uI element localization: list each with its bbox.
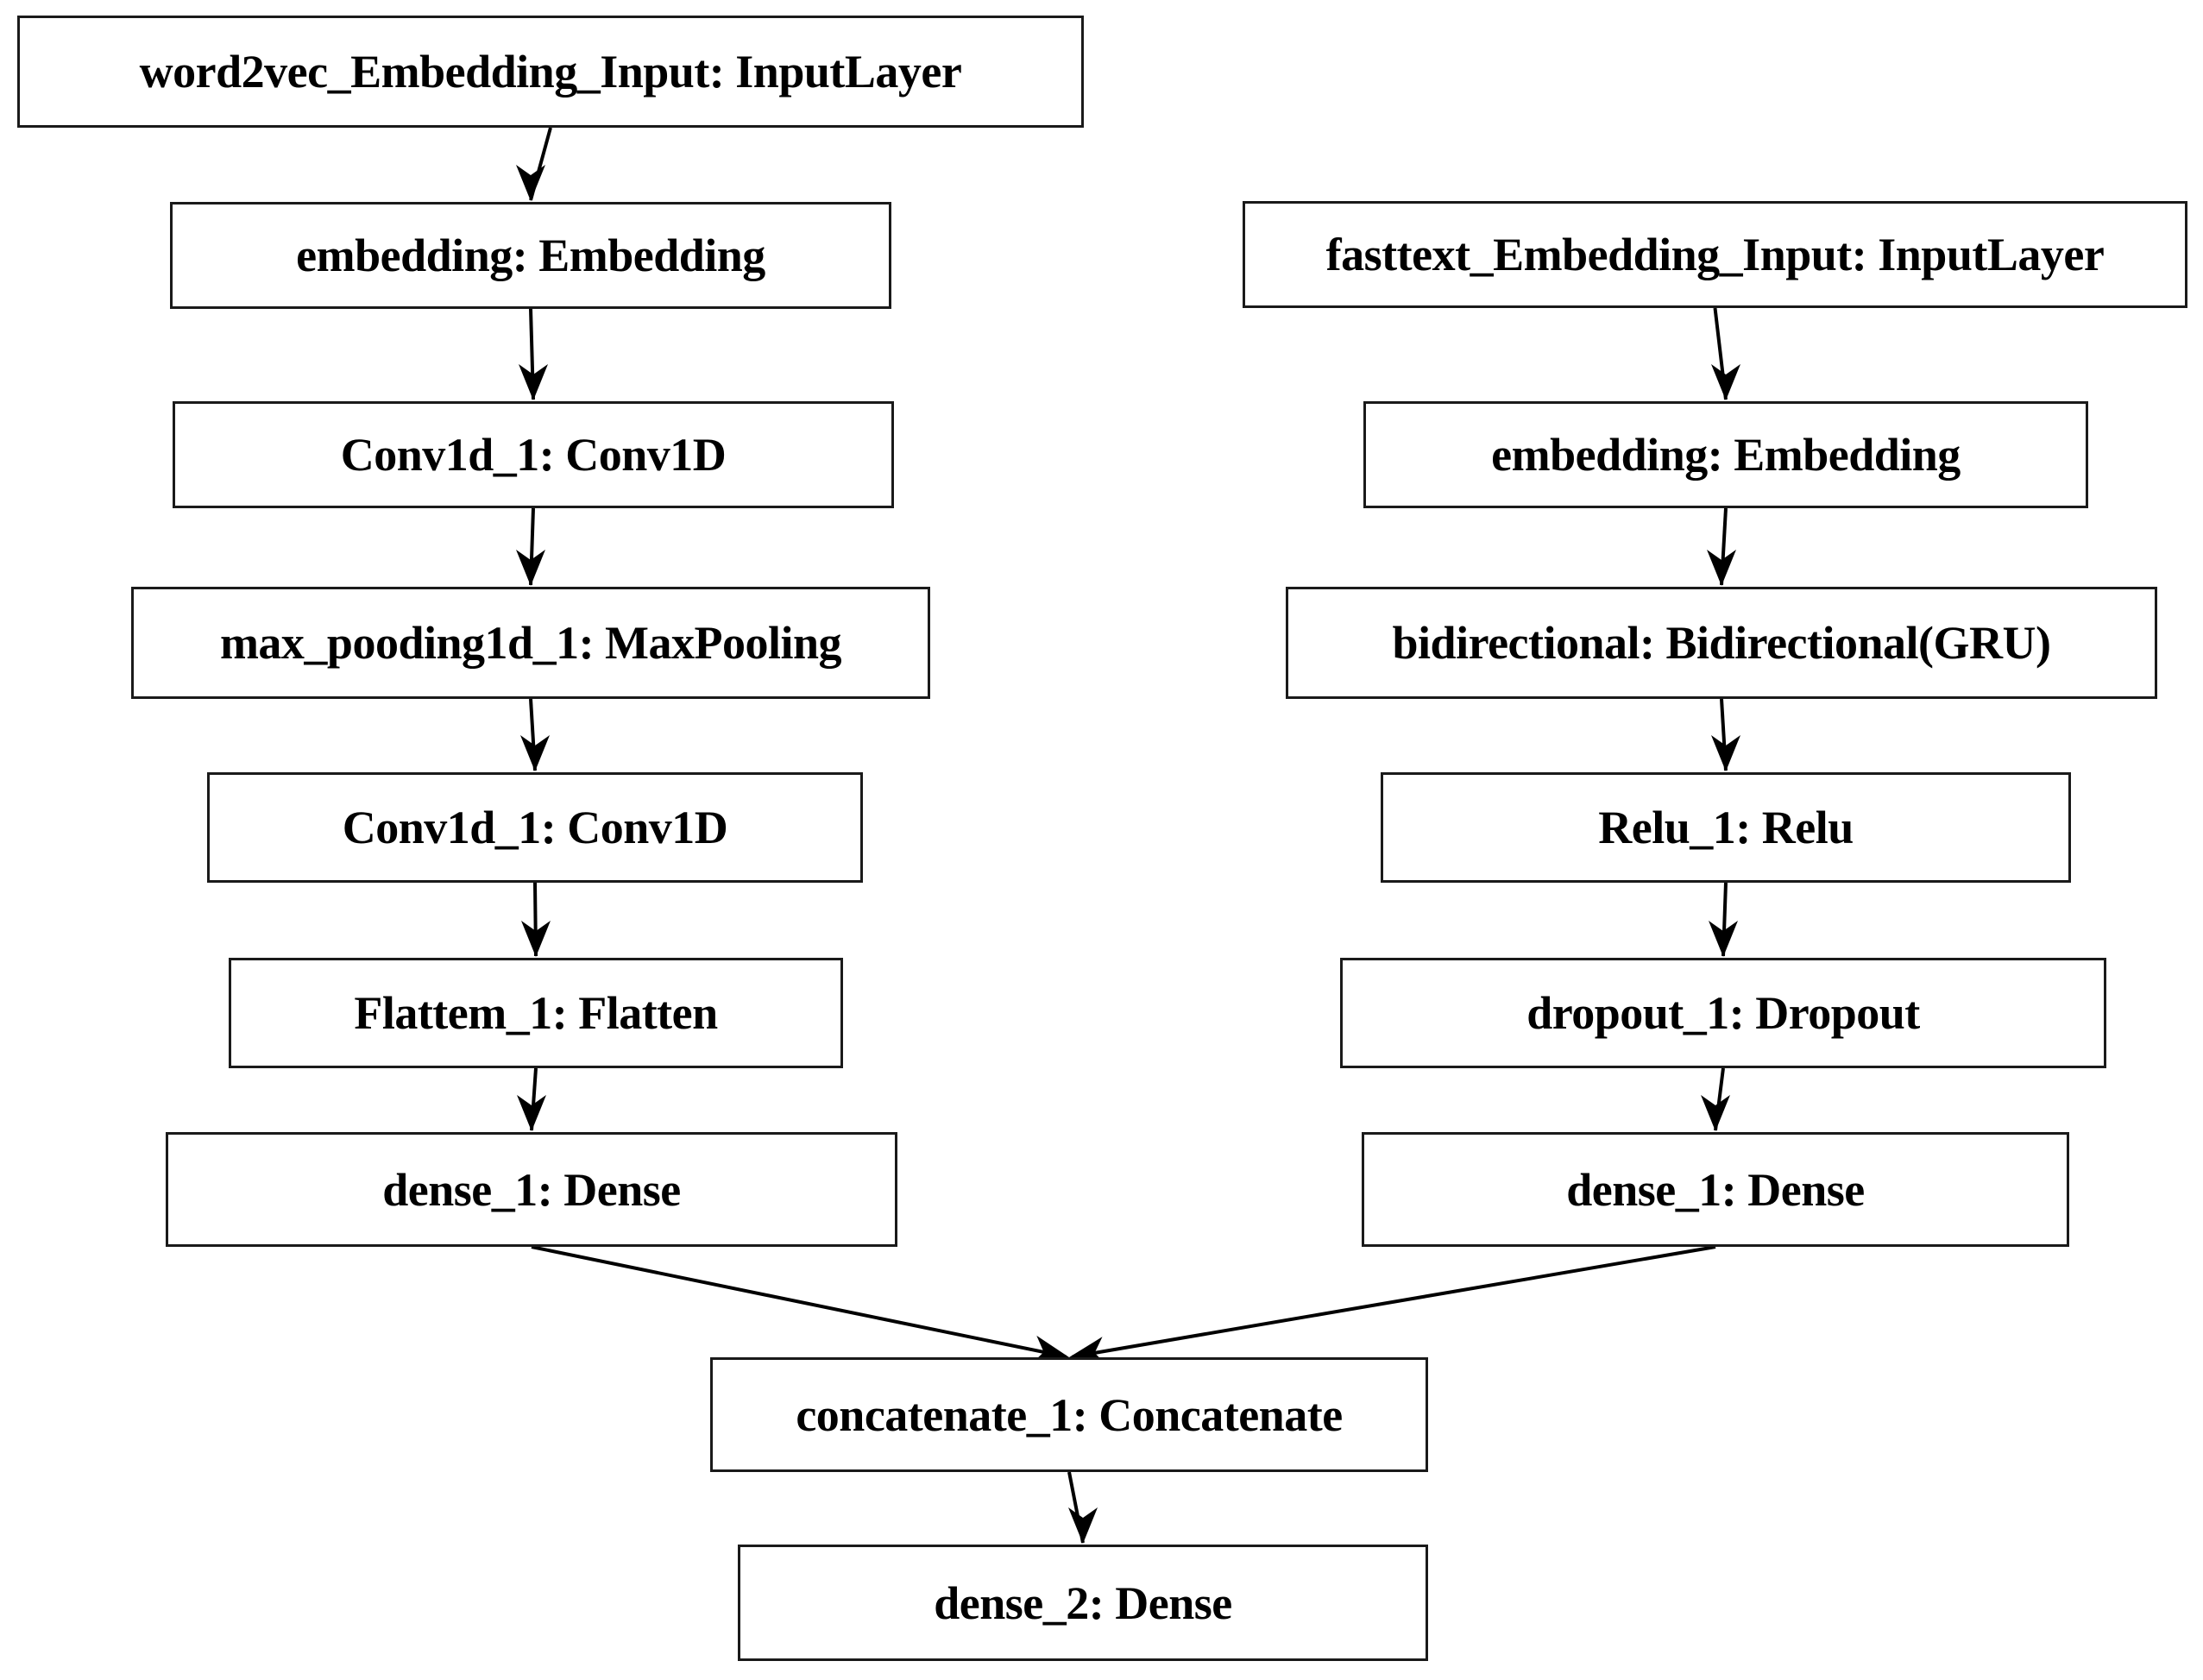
node-label: word2vec_Embedding_Input: InputLayer bbox=[139, 46, 962, 98]
arrowhead-left_conv2-to-left_flatten bbox=[521, 921, 551, 957]
node-fasttext_input: fasttext_Embedding_Input: InputLayer bbox=[1243, 201, 2187, 308]
node-label: bidirectional: Bidirectional(GRU) bbox=[1392, 617, 2051, 669]
node-left_flatten: Flattem_1: Flatten bbox=[229, 958, 843, 1068]
node-label: dense_2: Dense bbox=[934, 1576, 1232, 1629]
edge-line-fasttext_input-to-right_embedding bbox=[1713, 307, 1728, 400]
arrowhead-right_bidirectional-to-right_relu bbox=[1711, 735, 1740, 771]
arrowhead-left_maxpool-to-left_conv2 bbox=[520, 735, 550, 771]
edge-line-left_flatten-to-left_dense bbox=[530, 1067, 538, 1131]
arrowhead-left_embedding-to-left_conv1 bbox=[519, 364, 548, 400]
edge-line-right_dense-to-concatenate bbox=[1072, 1245, 1716, 1359]
arrowhead-right_relu-to-right_dropout bbox=[1709, 921, 1738, 957]
node-left_maxpool: max_pooding1d_1: MaxPooling bbox=[131, 587, 930, 699]
node-right_embedding: embedding: Embedding bbox=[1363, 401, 2088, 508]
node-label: dropout_1: Dropout bbox=[1526, 987, 1920, 1039]
node-word2vec_input: word2vec_Embedding_Input: InputLayer bbox=[17, 16, 1084, 128]
node-right_relu: Relu_1: Relu bbox=[1381, 772, 2071, 883]
node-label: concatenate_1: Concatenate bbox=[796, 1388, 1343, 1441]
node-label: Conv1d_1: Conv1D bbox=[340, 429, 727, 481]
edge-line-left_conv1-to-left_maxpool bbox=[529, 507, 535, 586]
edge-line-word2vec_input-to-left_embedding bbox=[529, 127, 552, 201]
edge-line-left_dense-to-concatenate bbox=[531, 1245, 1067, 1359]
node-label: dense_1: Dense bbox=[382, 1163, 681, 1216]
edge-line-right_relu-to-right_dropout bbox=[1721, 882, 1728, 957]
node-label: dense_1: Dense bbox=[1566, 1163, 1865, 1216]
node-right_bidirectional: bidirectional: Bidirectional(GRU) bbox=[1286, 587, 2157, 699]
node-left_embedding: embedding: Embedding bbox=[170, 202, 891, 309]
arrowhead-concatenate-to-dense_2 bbox=[1068, 1507, 1098, 1544]
node-right_dense: dense_1: Dense bbox=[1362, 1132, 2069, 1247]
node-right_dropout: dropout_1: Dropout bbox=[1340, 958, 2106, 1068]
edge-line-concatenate-to-dense_2 bbox=[1067, 1471, 1085, 1544]
node-dense_2: dense_2: Dense bbox=[738, 1545, 1428, 1661]
node-label: embedding: Embedding bbox=[1491, 429, 1961, 481]
node-concatenate: concatenate_1: Concatenate bbox=[710, 1357, 1428, 1472]
node-label: Conv1d_1: Conv1D bbox=[342, 802, 728, 853]
edge-line-right_embedding-to-right_bidirectional bbox=[1720, 507, 1728, 586]
edge-line-left_embedding-to-left_conv1 bbox=[529, 308, 535, 400]
node-label: Flattem_1: Flatten bbox=[354, 987, 718, 1039]
edge-line-left_conv2-to-left_flatten bbox=[533, 882, 538, 957]
edge-line-left_maxpool-to-left_conv2 bbox=[529, 698, 537, 771]
arrowhead-right_embedding-to-right_bidirectional bbox=[1707, 550, 1736, 586]
arrowhead-left_conv1-to-left_maxpool bbox=[516, 550, 545, 586]
node-label: fasttext_Embedding_Input: InputLayer bbox=[1325, 229, 2105, 280]
arrowhead-left_flatten-to-left_dense bbox=[517, 1095, 546, 1131]
node-left_dense: dense_1: Dense bbox=[166, 1132, 897, 1247]
node-label: embedding: Embedding bbox=[296, 230, 765, 281]
arrowhead-right_dropout-to-right_dense bbox=[1701, 1095, 1730, 1131]
arrowhead-word2vec_input-to-left_embedding bbox=[516, 165, 545, 201]
node-left_conv2: Conv1d_1: Conv1D bbox=[207, 772, 863, 883]
node-left_conv1: Conv1d_1: Conv1D bbox=[173, 401, 894, 508]
node-label: max_pooding1d_1: MaxPooling bbox=[219, 617, 842, 669]
arrowhead-fasttext_input-to-right_embedding bbox=[1711, 364, 1740, 400]
node-label: Relu_1: Relu bbox=[1598, 802, 1854, 853]
edge-line-right_bidirectional-to-right_relu bbox=[1720, 698, 1728, 771]
edge-line-right_dropout-to-right_dense bbox=[1714, 1067, 1725, 1131]
